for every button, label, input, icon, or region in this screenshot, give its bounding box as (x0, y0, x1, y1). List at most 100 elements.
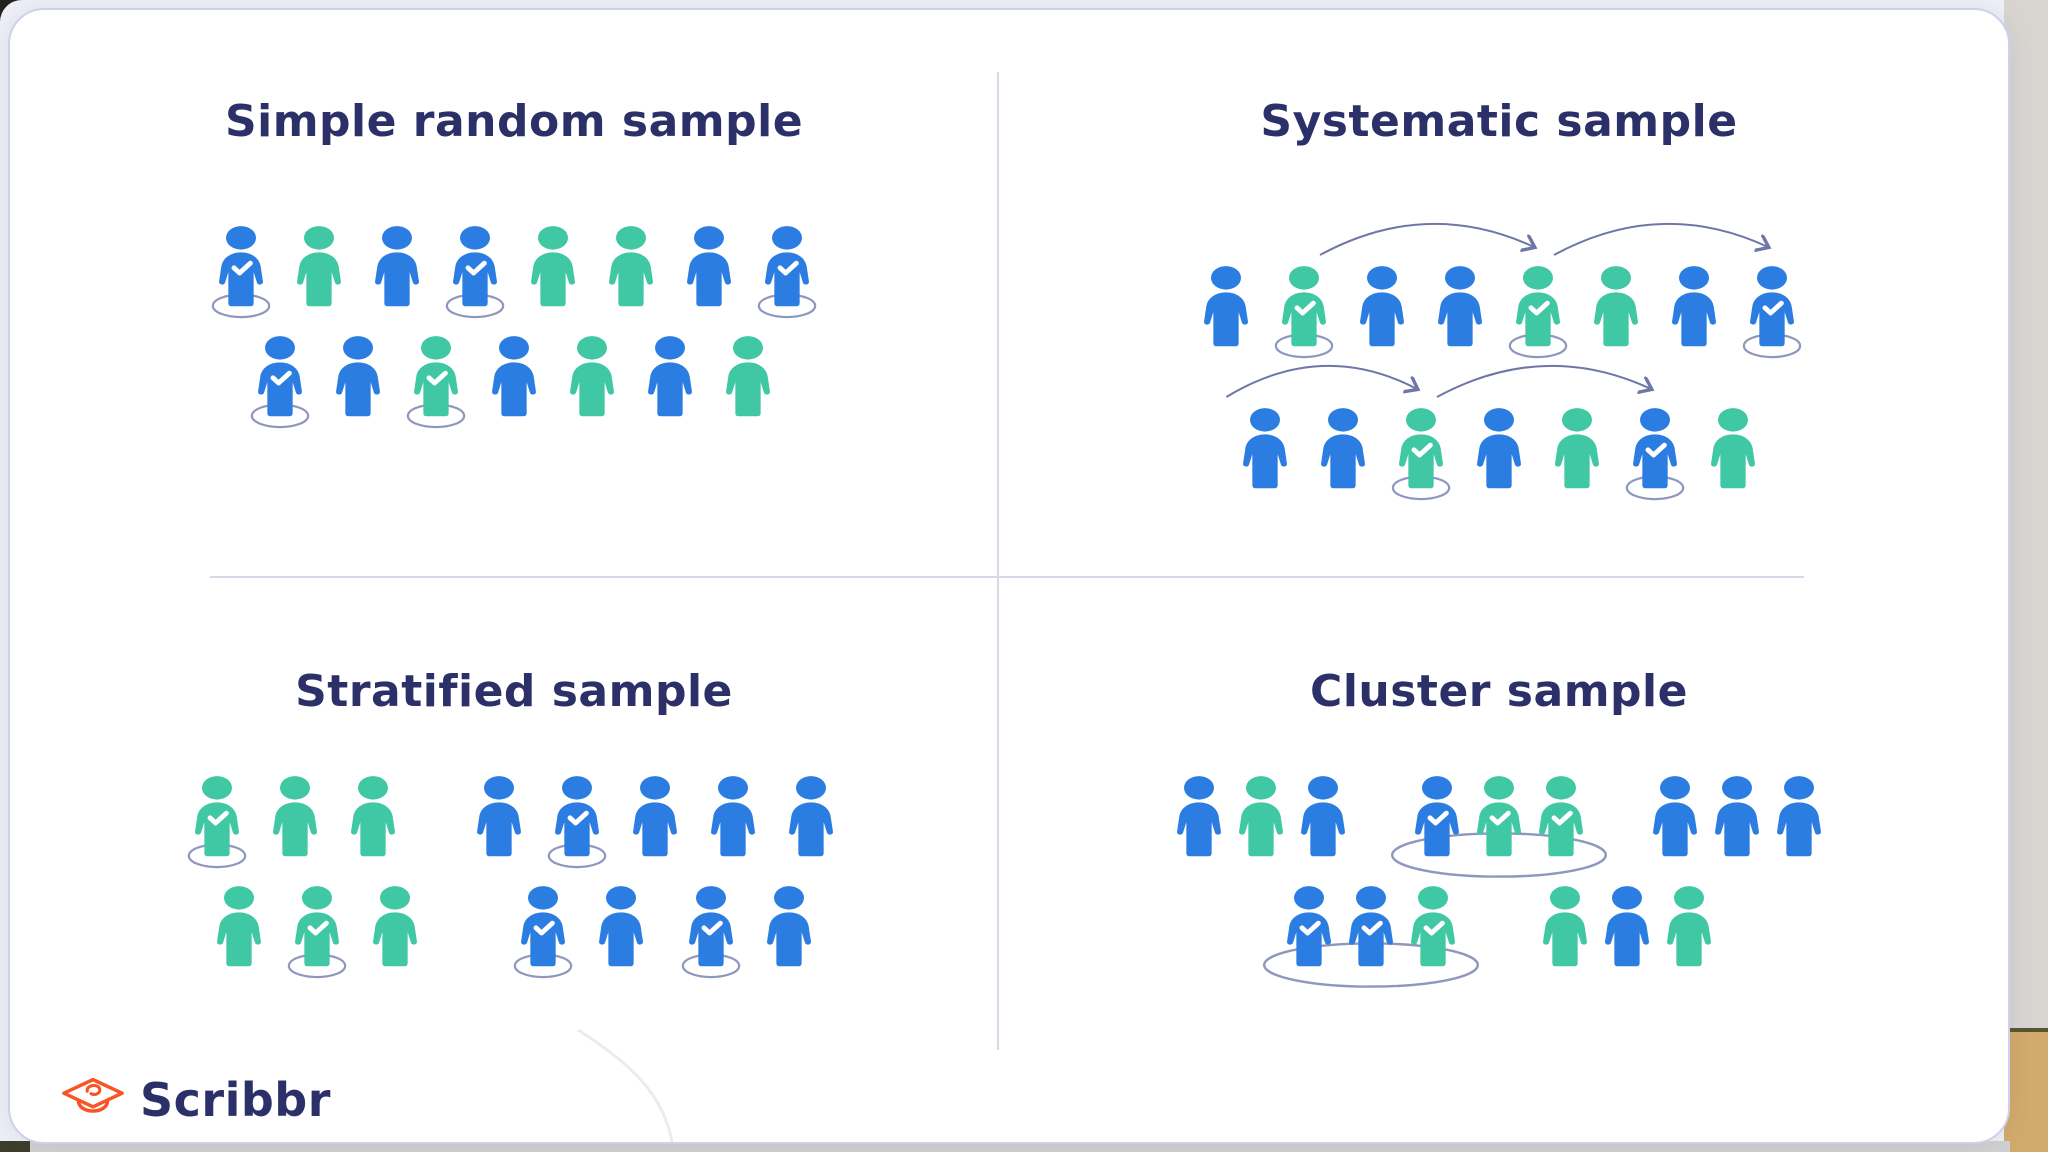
person-icon (648, 336, 692, 417)
person-icon (1672, 266, 1716, 347)
person-icon (1508, 266, 1568, 359)
check-icon (1294, 300, 1316, 316)
person-group (504, 885, 660, 981)
person-icon (1274, 266, 1334, 359)
person-icon (211, 226, 271, 319)
quadrant-title: Stratified sample (295, 666, 733, 717)
check-icon (231, 260, 253, 276)
wall-background (2004, 0, 2048, 1032)
quadrant-title: Systematic sample (1260, 96, 1738, 147)
person-icon (1594, 266, 1638, 347)
person-icon (726, 336, 770, 417)
person-icon (477, 776, 521, 857)
person-row (202, 225, 826, 321)
person-icon (1204, 266, 1248, 347)
person-row (1168, 775, 1830, 878)
check-icon (270, 370, 292, 386)
person-icon (217, 886, 261, 967)
person-icon (1243, 408, 1287, 489)
vertical-divider (997, 72, 999, 1050)
check-icon (1528, 300, 1550, 316)
person-icon (1653, 776, 1697, 857)
quadrant-simple-random-sample: Simple random sample (142, 94, 886, 431)
check-icon (1489, 810, 1511, 826)
people-area (1187, 149, 1811, 503)
check-icon (567, 810, 589, 826)
infographic-card: Simple random sample Systematic sample S… (8, 8, 2010, 1144)
horizontal-divider (210, 576, 1804, 578)
person-icon (1321, 408, 1365, 489)
card-fold-curve (577, 1028, 674, 1143)
person-icon (789, 776, 833, 857)
person-icon (1667, 886, 1711, 967)
person-icon (1415, 776, 1459, 857)
person-icon (297, 226, 341, 307)
person-icon (1543, 886, 1587, 967)
person-group (1168, 775, 1354, 871)
person-icon (1301, 776, 1345, 857)
check-icon (1411, 442, 1433, 458)
person-group (178, 775, 412, 871)
graduation-cap-icon (62, 1077, 124, 1113)
person-icon (445, 226, 505, 319)
person-icon (375, 226, 419, 307)
skip-arrow-icon (1319, 222, 1811, 256)
floor-background (2004, 1032, 2048, 1152)
person-group (1534, 885, 1720, 981)
person-icon (1711, 408, 1755, 489)
person-row (1187, 222, 1811, 361)
person-icon (273, 776, 317, 857)
person-icon (1605, 886, 1649, 967)
person-group (1262, 885, 1480, 988)
person-icon (492, 336, 536, 417)
person-icon (1555, 408, 1599, 489)
person-icon (1239, 776, 1283, 857)
check-icon (307, 920, 329, 936)
person-icon (187, 776, 247, 869)
person-icon (1477, 776, 1521, 857)
person-icon (1625, 408, 1685, 501)
check-icon (1427, 810, 1449, 826)
person-icon (1360, 266, 1404, 347)
person-icon (570, 336, 614, 417)
person-icon (1391, 408, 1451, 501)
check-icon (426, 370, 448, 386)
person-icon (1438, 266, 1482, 347)
quadrant-title: Simple random sample (224, 96, 804, 147)
check-icon (1645, 442, 1667, 458)
person-icon (757, 226, 817, 319)
person-icon (599, 886, 643, 967)
scribbr-logo: Scribbr (60, 1072, 331, 1128)
person-icon (1539, 776, 1583, 857)
quadrant-cluster-sample: Cluster sample (1077, 664, 1921, 988)
quadrant-systematic-sample: Systematic sample (1077, 94, 1921, 503)
person-icon (767, 886, 811, 967)
person-icon (250, 336, 310, 429)
check-icon (777, 260, 799, 276)
person-row (1262, 885, 1720, 988)
person-group (460, 775, 850, 871)
person-icon (1349, 886, 1393, 967)
person-icon (1477, 408, 1521, 489)
person-icon (547, 776, 607, 869)
person-icon (336, 336, 380, 417)
check-icon (1423, 920, 1445, 936)
person-icon (1287, 886, 1331, 967)
check-icon (1551, 810, 1573, 826)
person-icon (1777, 776, 1821, 857)
person-icon (373, 886, 417, 967)
check-icon (533, 920, 555, 936)
person-icon (711, 776, 755, 857)
wall-floor-edge (2004, 1028, 2048, 1032)
people-area (202, 149, 826, 431)
person-group (1644, 775, 1830, 871)
person-icon (681, 886, 741, 979)
person-icon (687, 226, 731, 307)
person-icon (1177, 776, 1221, 857)
person-row (241, 335, 787, 431)
person-group (1390, 775, 1608, 878)
people-area (178, 719, 850, 981)
person-group (672, 885, 828, 981)
person-row (1225, 364, 1772, 503)
check-icon (465, 260, 487, 276)
